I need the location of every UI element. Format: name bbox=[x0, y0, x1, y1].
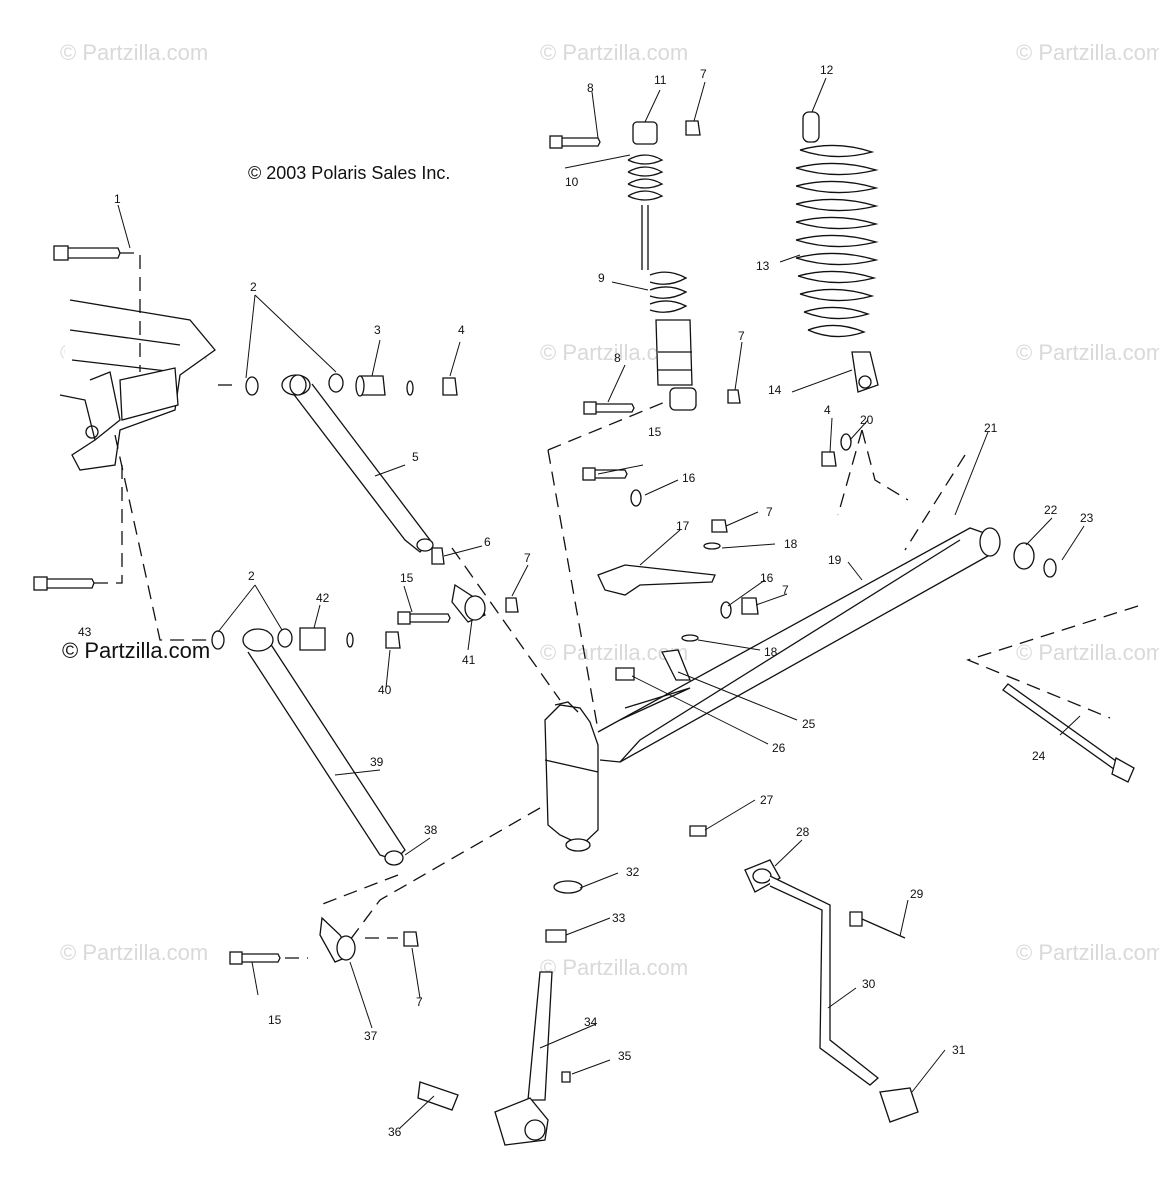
callout-29: 29 bbox=[910, 887, 924, 901]
callout-15c: 15 bbox=[268, 1013, 282, 1027]
axle-hardware bbox=[1002, 542, 1135, 783]
site-label: © Partzilla.com bbox=[62, 638, 211, 663]
callout-20: 20 bbox=[860, 413, 874, 427]
callout-12: 12 bbox=[820, 63, 834, 77]
spindle-body bbox=[544, 701, 599, 943]
callout-18b: 18 bbox=[764, 645, 778, 659]
callout-18: 18 bbox=[784, 537, 798, 551]
callout-23: 23 bbox=[1080, 511, 1094, 525]
bolt-1 bbox=[53, 245, 121, 261]
copyright-notice: © 2003 Polaris Sales Inc. bbox=[248, 163, 451, 183]
callout-7d: 7 bbox=[766, 505, 773, 519]
callout-43: 43 bbox=[78, 625, 92, 639]
front-shock bbox=[549, 120, 741, 415]
watermark: © Partzilla.com bbox=[1016, 940, 1159, 965]
callout-39: 39 bbox=[370, 755, 384, 769]
watermark: © Partzilla.com bbox=[60, 40, 209, 65]
steering-arm-17 bbox=[582, 467, 759, 837]
callout-40: 40 bbox=[378, 683, 392, 697]
callout-32: 32 bbox=[626, 865, 640, 879]
callout-35: 35 bbox=[618, 1049, 632, 1063]
callout-42: 42 bbox=[316, 591, 330, 605]
callout-15b: 15 bbox=[400, 571, 414, 585]
callout-24: 24 bbox=[1032, 749, 1046, 763]
callout-10: 10 bbox=[565, 175, 579, 189]
callout-36: 36 bbox=[388, 1125, 402, 1139]
callout-25: 25 bbox=[802, 717, 816, 731]
callout-labels: 1 2 3 4 5 6 7 8 9 10 11 12 13 14 15 16 1… bbox=[78, 63, 1094, 1139]
callout-8: 8 bbox=[587, 81, 594, 95]
callout-22: 22 bbox=[1044, 503, 1058, 517]
callout-7c: 7 bbox=[738, 329, 745, 343]
lower-bushings bbox=[211, 627, 401, 651]
upper-a-arm bbox=[281, 374, 434, 553]
callout-19: 19 bbox=[828, 553, 842, 567]
callout-15: 15 bbox=[648, 425, 662, 439]
callout-4: 4 bbox=[458, 323, 465, 337]
callout-9: 9 bbox=[598, 271, 605, 285]
trailing-arm bbox=[597, 527, 1001, 763]
callout-2: 2 bbox=[250, 280, 257, 294]
ball-joint-41 bbox=[397, 547, 519, 625]
brake-pedal bbox=[744, 859, 919, 1123]
watermark: © Partzilla.com bbox=[540, 955, 689, 980]
callout-13: 13 bbox=[756, 259, 770, 273]
ball-joint-37 bbox=[229, 916, 419, 965]
callout-14: 14 bbox=[768, 383, 782, 397]
callout-33: 33 bbox=[612, 911, 626, 925]
callout-7b: 7 bbox=[700, 67, 707, 81]
callout-16: 16 bbox=[682, 471, 696, 485]
callout-16b: 16 bbox=[760, 571, 774, 585]
callout-38: 38 bbox=[424, 823, 438, 837]
callout-27: 27 bbox=[760, 793, 774, 807]
watermark: © Partzilla.com bbox=[540, 40, 689, 65]
callout-30: 30 bbox=[862, 977, 876, 991]
callout-21: 21 bbox=[984, 421, 998, 435]
callout-41: 41 bbox=[462, 653, 476, 667]
callout-34: 34 bbox=[584, 1015, 598, 1029]
upper-bushings bbox=[245, 373, 458, 397]
watermark: © Partzilla.com bbox=[60, 940, 209, 965]
callout-28: 28 bbox=[796, 825, 810, 839]
callout-37: 37 bbox=[364, 1029, 378, 1043]
callout-5: 5 bbox=[412, 450, 419, 464]
rear-shock bbox=[795, 111, 879, 467]
callout-6: 6 bbox=[484, 535, 491, 549]
callout-31: 31 bbox=[952, 1043, 966, 1057]
callout-11: 11 bbox=[654, 73, 667, 87]
callout-8b: 8 bbox=[614, 351, 621, 365]
watermark: © Partzilla.com bbox=[1016, 640, 1159, 665]
callout-26: 26 bbox=[772, 741, 786, 755]
callout-3: 3 bbox=[374, 323, 381, 337]
callout-7: 7 bbox=[524, 551, 531, 565]
callout-leaders bbox=[117, 77, 1085, 1129]
callout-4b: 4 bbox=[824, 403, 831, 417]
callout-17: 17 bbox=[676, 519, 690, 533]
callout-7e: 7 bbox=[782, 583, 789, 597]
leader-lines bbox=[94, 252, 1139, 959]
callout-1: 1 bbox=[114, 192, 121, 206]
callout-2b: 2 bbox=[248, 569, 255, 583]
steering-post-34 bbox=[417, 971, 571, 1146]
callout-7f: 7 bbox=[416, 995, 423, 1009]
watermark: © Partzilla.com bbox=[1016, 340, 1159, 365]
lower-a-arm bbox=[242, 628, 406, 866]
frame-bracket bbox=[59, 299, 216, 471]
bolt-43 bbox=[33, 576, 95, 591]
watermark: © Partzilla.com bbox=[1016, 40, 1159, 65]
